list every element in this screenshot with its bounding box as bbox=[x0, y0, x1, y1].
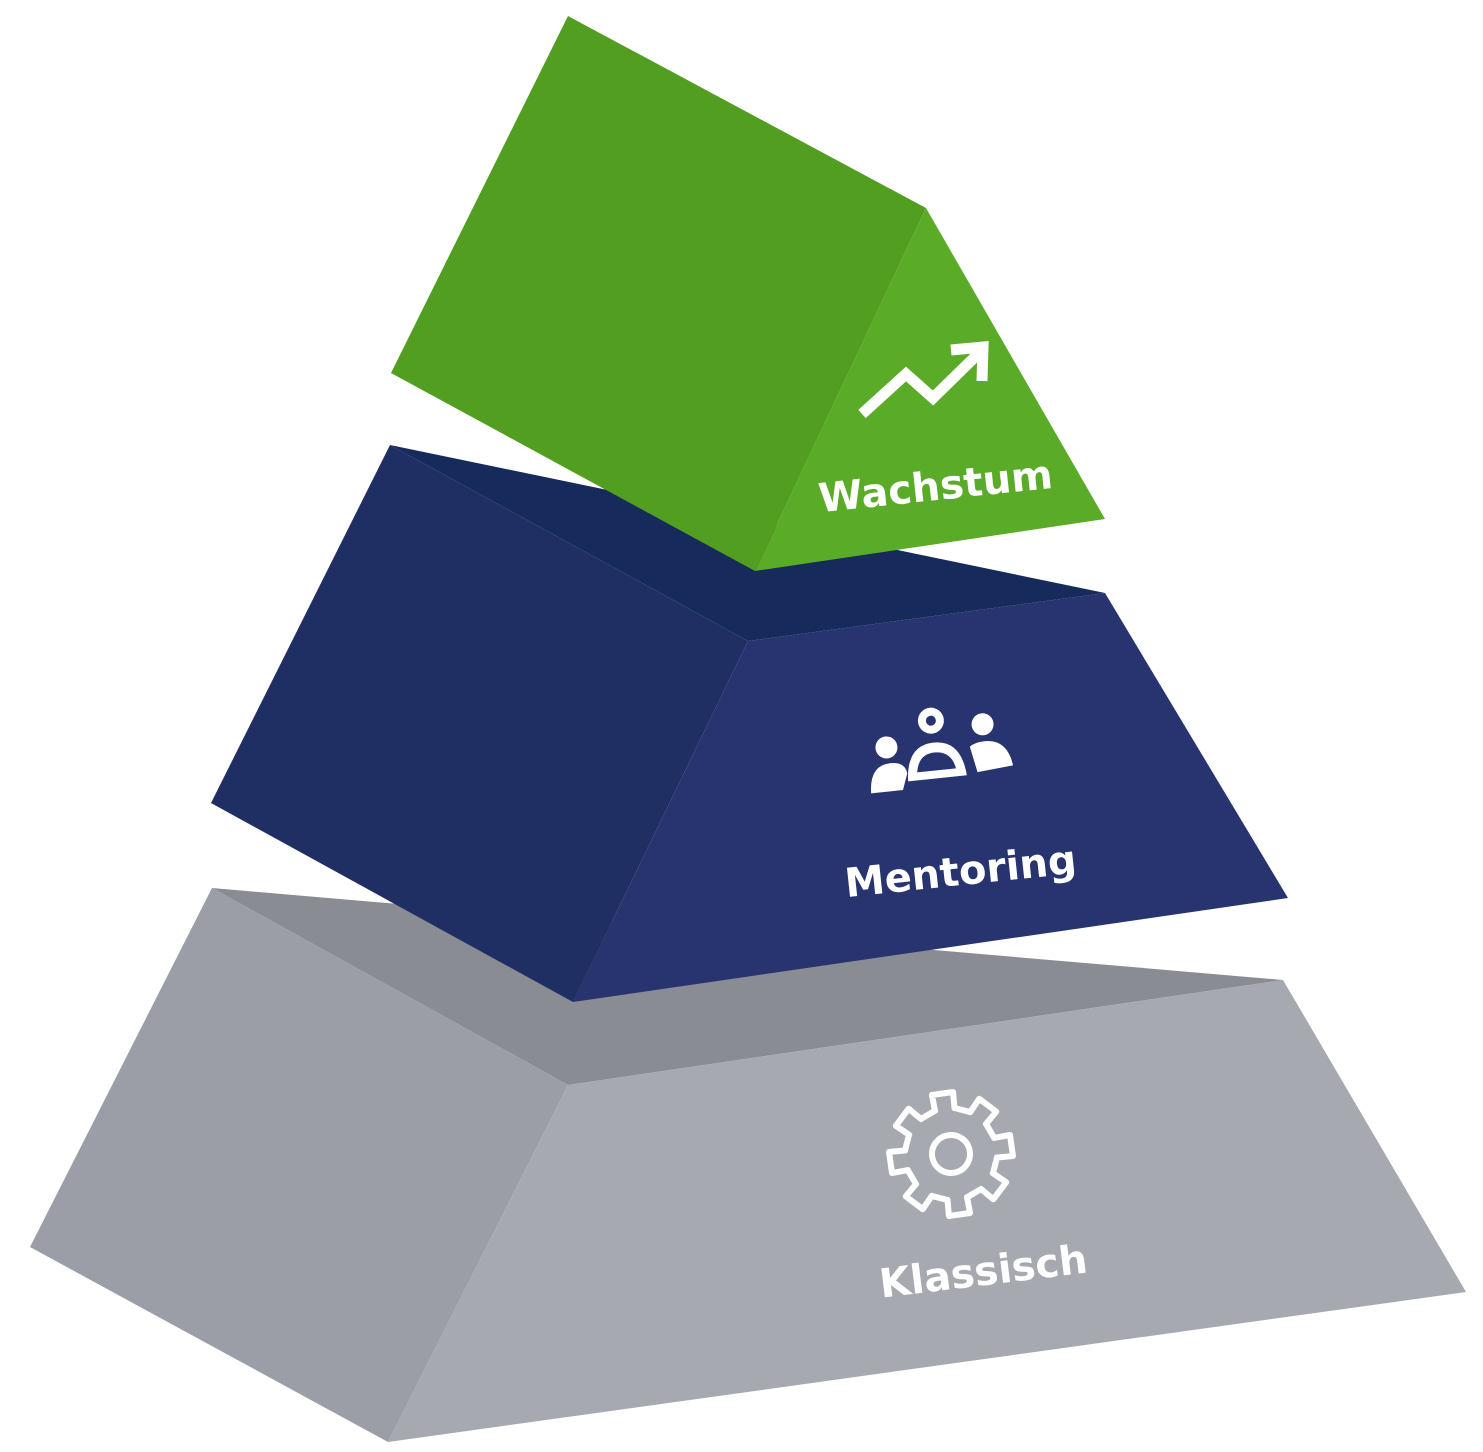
tier-bottom-right-face bbox=[388, 980, 1466, 1442]
gear-icon bbox=[886, 1089, 1016, 1219]
trending-up-icon bbox=[858, 340, 989, 419]
tier-top: Wachstum bbox=[391, 16, 1105, 571]
tier-middle-left-face bbox=[211, 445, 748, 1002]
tier-bottom-left-face bbox=[30, 888, 568, 1442]
tier-top-left-face bbox=[391, 16, 926, 571]
tier-middle-right-face bbox=[573, 593, 1288, 1002]
group-icon bbox=[871, 707, 1014, 794]
tier-bottom: Klassisch bbox=[30, 888, 1466, 1442]
